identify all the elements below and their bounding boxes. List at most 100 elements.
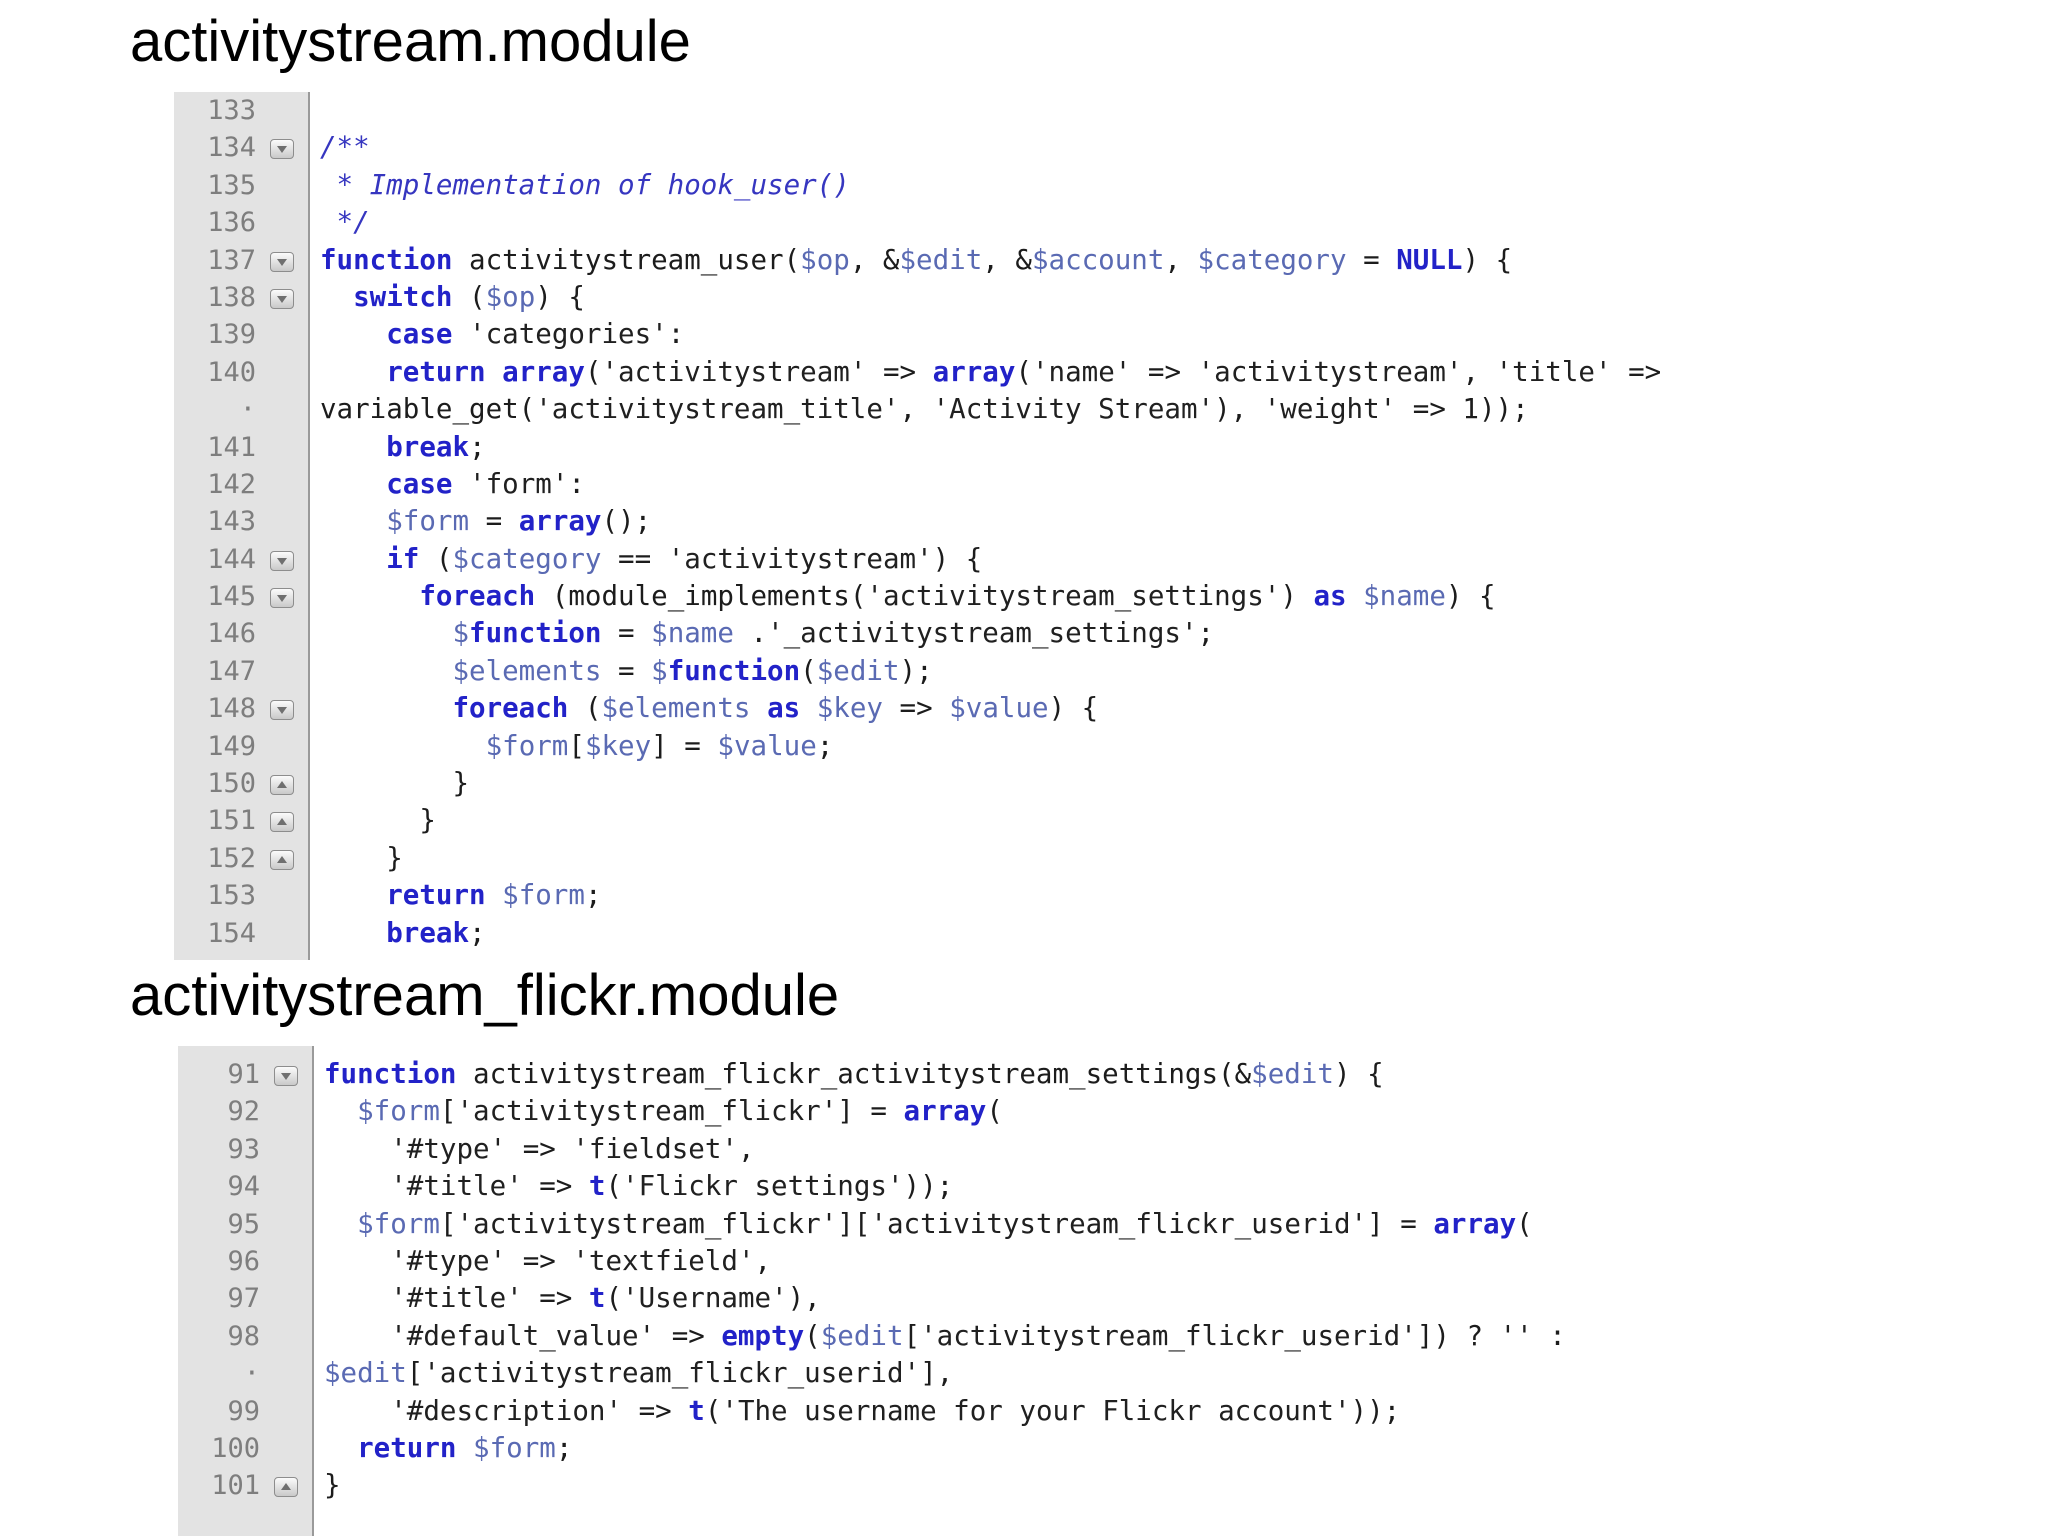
code-text: */ xyxy=(320,206,370,239)
code-text: '#default_value' => empty($edit['activit… xyxy=(390,1319,1566,1352)
code-line: 150 } xyxy=(174,765,1774,802)
line-number: 147 xyxy=(207,655,256,687)
code-text: variable_get('activitystream_title', 'Ac… xyxy=(320,393,1529,426)
fold-collapse-icon[interactable] xyxy=(270,550,294,571)
line-number: 95 xyxy=(227,1208,260,1240)
code-text: '#type' => 'textfield', xyxy=(390,1244,772,1277)
fold-collapse-icon[interactable] xyxy=(270,588,294,609)
code-text: $form = array(); xyxy=(386,505,652,538)
code-line: 93 '#type' => 'fieldset', xyxy=(178,1131,1778,1168)
code-text: return $form; xyxy=(357,1431,573,1464)
file-title: activitystream.module xyxy=(130,9,691,74)
line-number: 99 xyxy=(227,1395,260,1427)
code-line: 142 case 'form': xyxy=(174,466,1774,503)
fold-end-icon[interactable] xyxy=(270,812,294,833)
line-number: 101 xyxy=(211,1470,260,1502)
code-line: 141 break; xyxy=(174,429,1774,466)
code-text: break; xyxy=(386,430,486,463)
code-text: '#type' => 'fieldset', xyxy=(390,1132,755,1165)
code-line: 153 return $form; xyxy=(174,877,1774,914)
code-text: } xyxy=(324,1469,341,1502)
line-number: 148 xyxy=(207,693,256,725)
line-number: 142 xyxy=(207,468,256,500)
code-text: case 'form': xyxy=(386,467,585,500)
fold-collapse-icon[interactable] xyxy=(270,288,294,309)
code-line: 133 xyxy=(174,92,1774,129)
line-number: 94 xyxy=(227,1171,260,1203)
code-line: 96 '#type' => 'textfield', xyxy=(178,1243,1778,1280)
code-line: 154 break; xyxy=(174,915,1774,952)
code-line: 99 '#description' => t('The username for… xyxy=(178,1393,1778,1430)
line-number: 151 xyxy=(207,805,256,837)
code-line: 145 foreach (module_implements('activity… xyxy=(174,578,1774,615)
line-number: 92 xyxy=(227,1096,260,1128)
code-text: /** xyxy=(320,131,370,164)
code-text: switch ($op) { xyxy=(353,280,585,313)
code-line: 136 */ xyxy=(174,204,1774,241)
code-line: 152 } xyxy=(174,840,1774,877)
fold-end-icon[interactable] xyxy=(270,775,294,796)
code-line: 92 $form['activitystream_flickr'] = arra… xyxy=(178,1093,1778,1130)
code-text: return $form; xyxy=(386,879,602,912)
fold-collapse-icon[interactable] xyxy=(270,139,294,160)
code-line: 143 $form = array(); xyxy=(174,503,1774,540)
code-text: '#title' => t('Username'), xyxy=(390,1282,821,1315)
fold-collapse-icon[interactable] xyxy=(274,1066,298,1086)
line-number: 100 xyxy=(211,1432,260,1464)
line-number: 91 xyxy=(227,1059,260,1090)
fold-collapse-icon[interactable] xyxy=(270,251,294,272)
code-line: 137 function activitystream_user($op, &$e… xyxy=(174,242,1774,279)
line-number: 145 xyxy=(207,581,256,613)
code-text: $function = $name .'_activitystream_sett… xyxy=(452,617,1215,650)
line-number-gutter xyxy=(178,1046,314,1536)
line-number: 149 xyxy=(207,730,256,762)
line-number: 143 xyxy=(207,506,256,538)
line-number: 96 xyxy=(227,1245,260,1277)
code-text: '#description' => t('The username for yo… xyxy=(390,1394,1401,1427)
code-text: * Implementation of hook_user() xyxy=(320,168,850,201)
line-number: 141 xyxy=(207,431,256,463)
line-number: 97 xyxy=(227,1283,260,1315)
fold-end-icon[interactable] xyxy=(270,849,294,870)
fold-end-icon[interactable] xyxy=(274,1477,298,1498)
fold-collapse-icon[interactable] xyxy=(270,700,294,721)
code-line: · $edit['activitystream_flickr_userid'], xyxy=(178,1355,1778,1392)
line-number: 146 xyxy=(207,618,256,650)
code-line: 134 /** xyxy=(174,129,1774,166)
line-number: 93 xyxy=(227,1133,260,1165)
line-number: · xyxy=(243,1358,260,1390)
file-title: activitystream_flickr.module xyxy=(130,963,840,1028)
code-line: 97 '#title' => t('Username'), xyxy=(178,1280,1778,1317)
code-text: foreach ($elements as $key => $value) { xyxy=(452,692,1099,725)
code-line: 101} xyxy=(178,1467,1778,1504)
code-text: case 'categories': xyxy=(386,318,685,351)
code-line: 135 * Implementation of hook_user() xyxy=(174,167,1774,204)
line-number: 144 xyxy=(207,543,256,575)
code-line: 138 switch ($op) { xyxy=(174,279,1774,316)
code-line: 148 foreach ($elements as $key => $value… xyxy=(174,690,1774,727)
code-line: 95 $form['activitystream_flickr']['activ… xyxy=(178,1206,1778,1243)
code-line: 100 return $form; xyxy=(178,1430,1778,1467)
line-number: 98 xyxy=(227,1320,260,1352)
line-number: · xyxy=(239,394,256,426)
code-text: return array('activitystream' => array('… xyxy=(386,355,1662,388)
line-number: 134 xyxy=(207,132,256,164)
code-text: function activitystream_user($op, &$edit… xyxy=(320,243,1513,276)
line-number: 138 xyxy=(207,281,256,313)
code-line: 144 if ($category == 'activitystream') { xyxy=(174,541,1774,578)
line-number: 154 xyxy=(207,917,256,949)
code-text: $form['activitystream_flickr'] = array( xyxy=(357,1095,1003,1128)
line-number: 152 xyxy=(207,842,256,874)
line-number: 137 xyxy=(207,244,256,276)
code-text: if ($category == 'activitystream') { xyxy=(386,542,983,575)
code-line: 140 return array('activitystream' => arr… xyxy=(174,354,1774,391)
code-text: $edit['activitystream_flickr_userid'], xyxy=(324,1357,954,1390)
code-text: $elements = $function($edit); xyxy=(452,654,933,687)
code-line: 94 '#title' => t('Flickr settings')); xyxy=(178,1168,1778,1205)
code-line: 98 '#default_value' => empty($edit['acti… xyxy=(178,1318,1778,1355)
code-line: 147 $elements = $function($edit); xyxy=(174,653,1774,690)
